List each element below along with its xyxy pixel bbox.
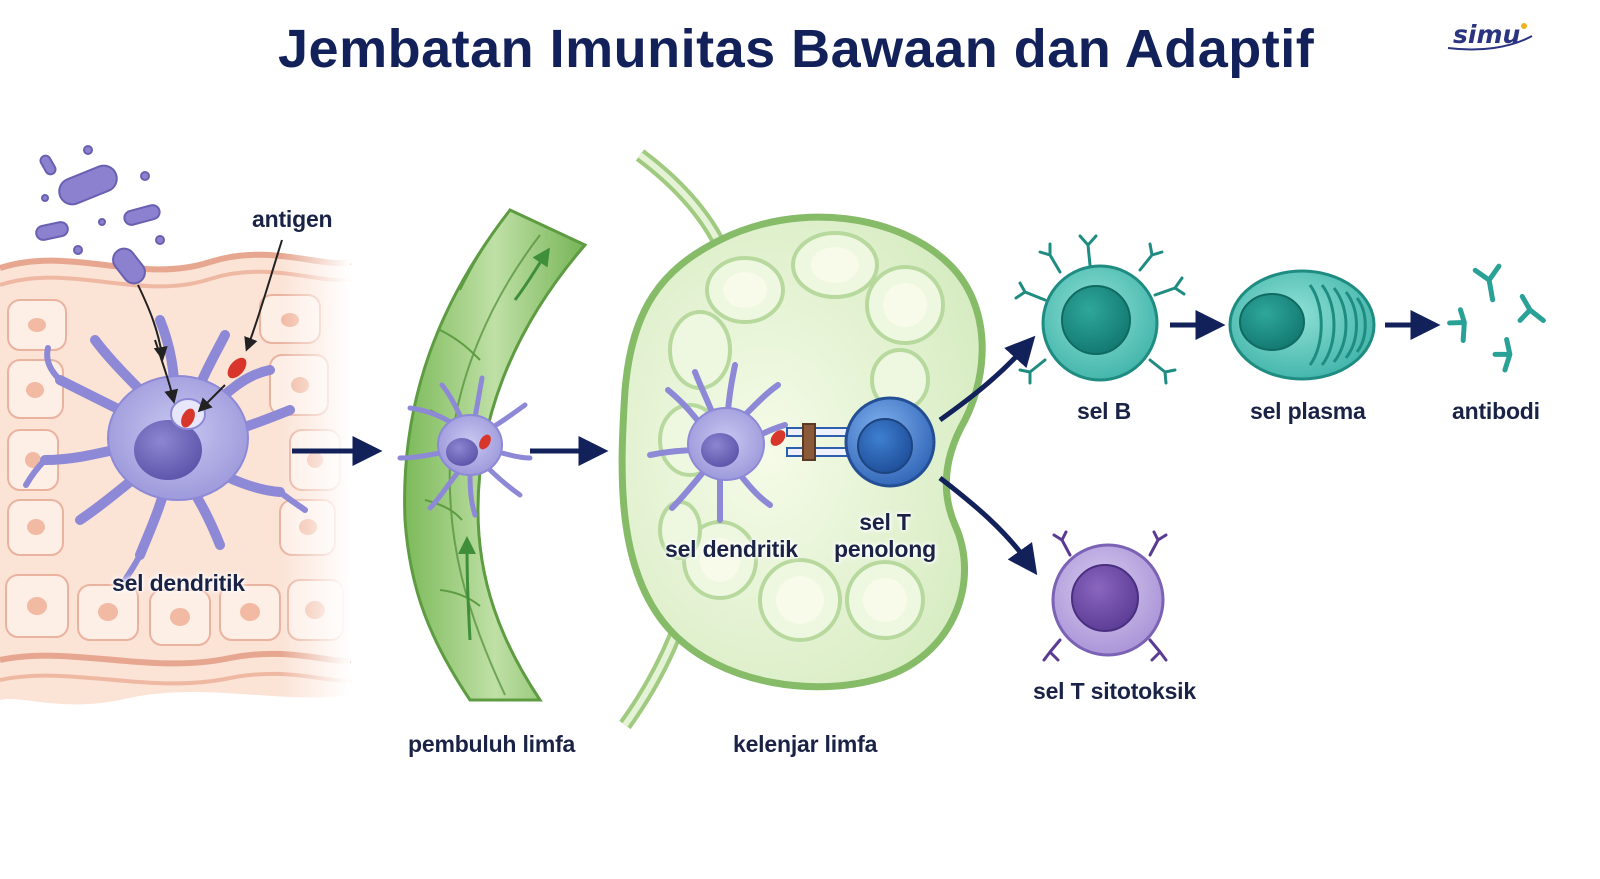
label-dendritic-tissue: sel dendritik [112,570,245,596]
antigen-pointer [137,239,283,413]
label-b-cell: sel B [1077,398,1131,424]
b-cell [1014,234,1186,385]
logo: simu [1453,20,1521,49]
antigen-particle [227,357,247,379]
dendritic-cell-tissue [23,315,308,583]
label-helper-t-line2: penolong [834,536,936,562]
logo-swoosh [1447,35,1533,51]
plasma-cell [1228,269,1376,381]
bacteria [35,145,165,285]
cytotoxic-t-cell [1042,530,1168,662]
dendritic-cell-node [647,362,788,523]
helper-t-cell [844,396,936,488]
flow-arrows [292,310,1441,576]
label-helper-t-line1: sel T [859,509,911,535]
antibodies [1447,263,1546,373]
label-plasma-cell: sel plasma [1250,398,1366,424]
label-cytotoxic-t: sel T sitotoksik [1033,678,1196,704]
label-antigen: antigen [252,206,333,232]
label-lymph-vessel: pembuluh limfa [408,731,576,757]
label-antibody: antibodi [1452,398,1540,424]
page-title: Jembatan Imunitas Bawaan dan Adaptif [278,19,1315,79]
label-lymph-node: kelenjar limfa [733,731,878,757]
dendritic-cell-vessel [397,375,533,518]
logo-dot [1521,23,1527,29]
label-dendritic-node: sel dendritik [665,536,798,562]
